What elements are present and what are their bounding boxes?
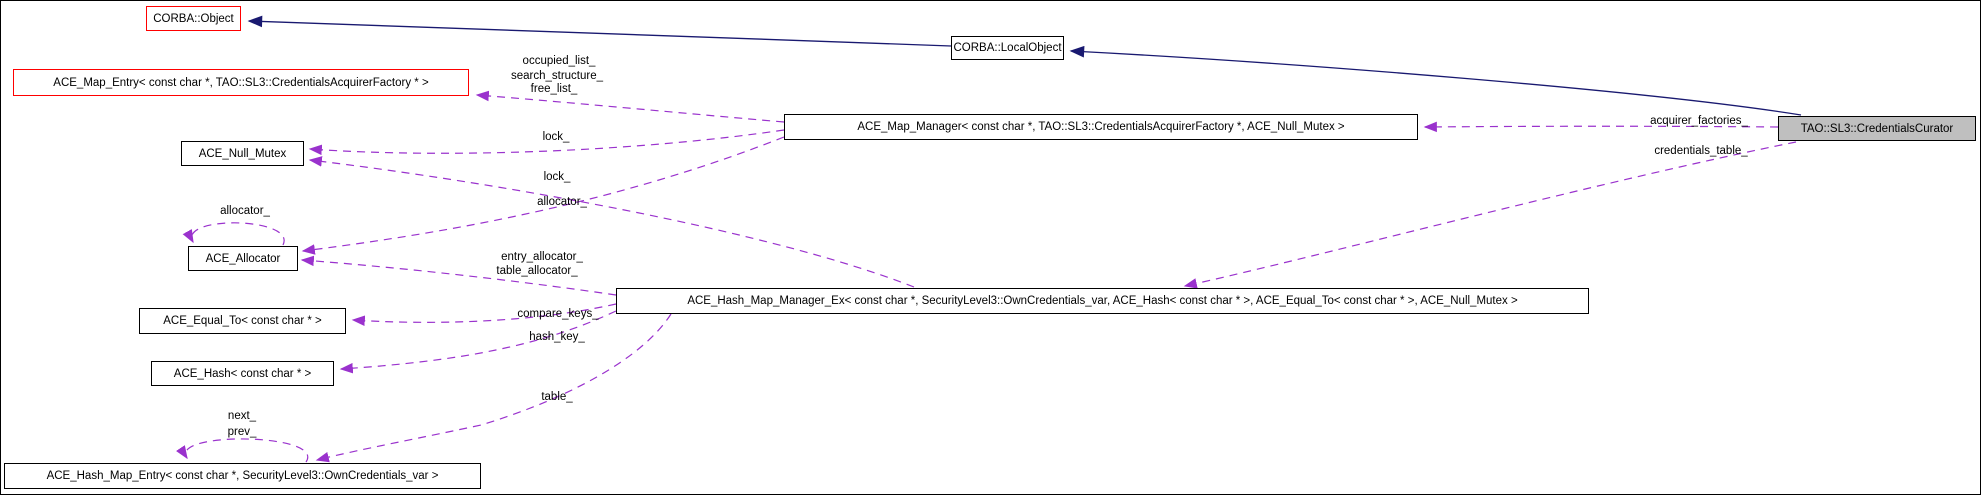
node-ace-equal-to[interactable]: ACE_Equal_To< const char * > [139, 308, 346, 334]
node-ace-null-mutex[interactable]: ACE_Null_Mutex [181, 141, 304, 166]
node-corba-local-object[interactable]: CORBA::LocalObject [951, 36, 1064, 60]
hash-key-edge-label: hash_key_ [529, 331, 585, 343]
map-manager-allocator-edge [301, 136, 785, 255]
compare-keys-edge [351, 303, 617, 327]
acquirer-factories-edge-label: acquirer_factories_ [1650, 115, 1748, 127]
hash-key-edge [339, 310, 617, 374]
table-edge [315, 313, 672, 463]
occupied-list-edge-label: search_structure_ [510, 70, 604, 82]
allocator-self-edge [182, 222, 285, 246]
hash-map-allocator-edge-label: table_allocator_ [496, 265, 578, 277]
node-tao-sl3-credentials-curator: TAO::SL3::CredentialsCurator [1778, 116, 1976, 141]
node-ace-hash-map-manager-ex[interactable]: ACE_Hash_Map_Manager_Ex< const char *, S… [616, 288, 1589, 314]
hash-map-allocator-edge [300, 255, 617, 296]
compare-keys-edge-label: compare_keys_ [517, 308, 599, 320]
table-edge-label: table_ [541, 391, 573, 403]
next-prev-self-edge-label: prev_ [227, 426, 257, 438]
allocator-self-edge-label: allocator_ [220, 205, 270, 217]
local-object-inherits-object-edge [247, 15, 952, 47]
next-prev-self-edge [176, 438, 309, 463]
node-ace-map-entry[interactable]: ACE_Map_Entry< const char *, TAO::SL3::C… [13, 69, 469, 96]
node-ace-hash-map-entry[interactable]: ACE_Hash_Map_Entry< const char *, Securi… [4, 463, 481, 489]
acquirer-factories-edge [1423, 121, 1779, 133]
curator-inherits-local-object-edge [1069, 45, 1802, 116]
hash-map-lock-edge-label: lock_ [543, 171, 571, 183]
occupied-list-edge-label: occupied_list_ [522, 55, 596, 67]
next-prev-self-edge-label: next_ [227, 410, 257, 422]
hash-map-allocator-edge-label: entry_allocator_ [501, 251, 583, 263]
map-manager-lock-edge [308, 129, 785, 156]
node-ace-map-manager[interactable]: ACE_Map_Manager< const char *, TAO::SL3:… [784, 114, 1418, 140]
node-ace-hash[interactable]: ACE_Hash< const char * > [151, 361, 334, 386]
node-corba-object[interactable]: CORBA::Object [146, 6, 241, 31]
map-manager-lock-edge-label: lock_ [542, 131, 570, 143]
hash-map-lock-edge [308, 156, 915, 288]
occupied-list-edge [475, 90, 785, 123]
node-ace-allocator[interactable]: ACE_Allocator [188, 246, 298, 271]
credentials-table-edge-label: credentials_table_ [1654, 145, 1748, 157]
credentials-table-edge [1183, 141, 1797, 289]
occupied-list-edge-label: free_list_ [530, 83, 578, 95]
map-manager-allocator-edge-label: allocator_ [537, 196, 587, 208]
